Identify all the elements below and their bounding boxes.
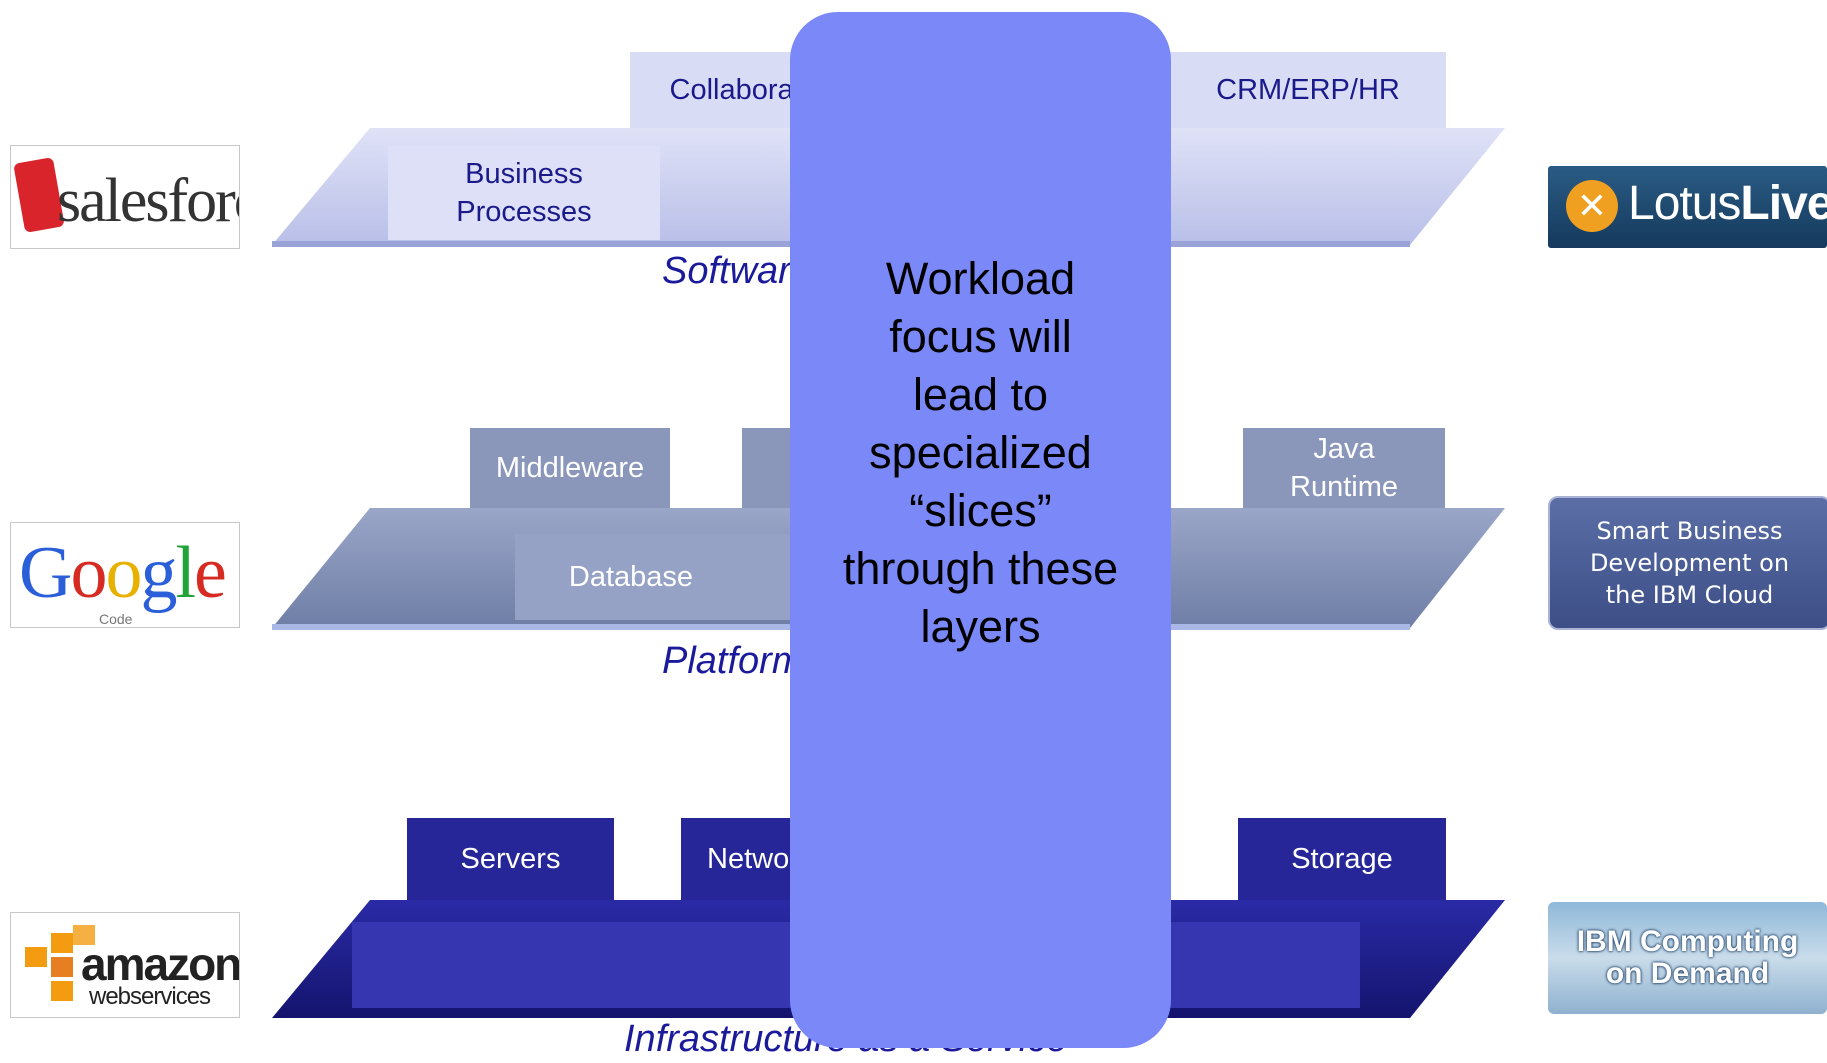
webservices-wordmark: webservices xyxy=(89,983,211,1010)
paas-block-middleware xyxy=(470,428,670,508)
lotuslive-logo: ✕ LotusLive xyxy=(1548,166,1827,248)
iaas-block-servers xyxy=(407,818,614,900)
aws-box-icon-5 xyxy=(51,981,73,1001)
lotuslive-wordmark: LotusLive xyxy=(1628,177,1827,230)
amazon-wordmark: amazon xyxy=(81,938,240,990)
aws-box-icon-2 xyxy=(51,933,73,953)
label-middleware: Middleware xyxy=(495,452,645,484)
label-java-runtime: Java Runtime xyxy=(1290,433,1398,503)
ibm-computing-on-demand-logo: IBM Computing on Demand xyxy=(1548,902,1827,1014)
amazon-web-services-logo: amazon webservices xyxy=(10,912,240,1018)
paas-block-java xyxy=(1243,428,1445,508)
google-wordmark: Google xyxy=(19,532,227,614)
saas-block-business xyxy=(388,146,660,240)
workload-slice-overlay xyxy=(790,12,1171,1048)
aws-box-icon-3 xyxy=(51,957,73,977)
label-crm-erp-hr: CRM/ERP/HR xyxy=(1216,74,1400,106)
overlay-text: Workload focus will lead to specialized … xyxy=(842,253,1119,652)
smart-business-logo: Smart Business Development on the IBM Cl… xyxy=(1548,496,1827,630)
label-business-processes: Business Processes xyxy=(456,158,592,228)
aws-box-icon xyxy=(25,947,47,967)
iaas-block-storage xyxy=(1238,818,1446,900)
aws-box-icon-4 xyxy=(73,925,95,945)
salesforce-logo: salesforce xyxy=(10,145,240,249)
label-storage: Storage xyxy=(1291,843,1393,875)
paas-block-database xyxy=(515,534,747,620)
salesforce-wordmark: salesforce xyxy=(57,167,239,235)
saas-block-crm xyxy=(1170,52,1446,128)
label-servers: Servers xyxy=(460,843,561,875)
lotus-x-icon: ✕ xyxy=(1566,180,1618,232)
label-database: Database xyxy=(568,561,694,593)
google-code-logo: Google Code xyxy=(10,522,240,628)
google-code-label: Code xyxy=(99,611,133,627)
